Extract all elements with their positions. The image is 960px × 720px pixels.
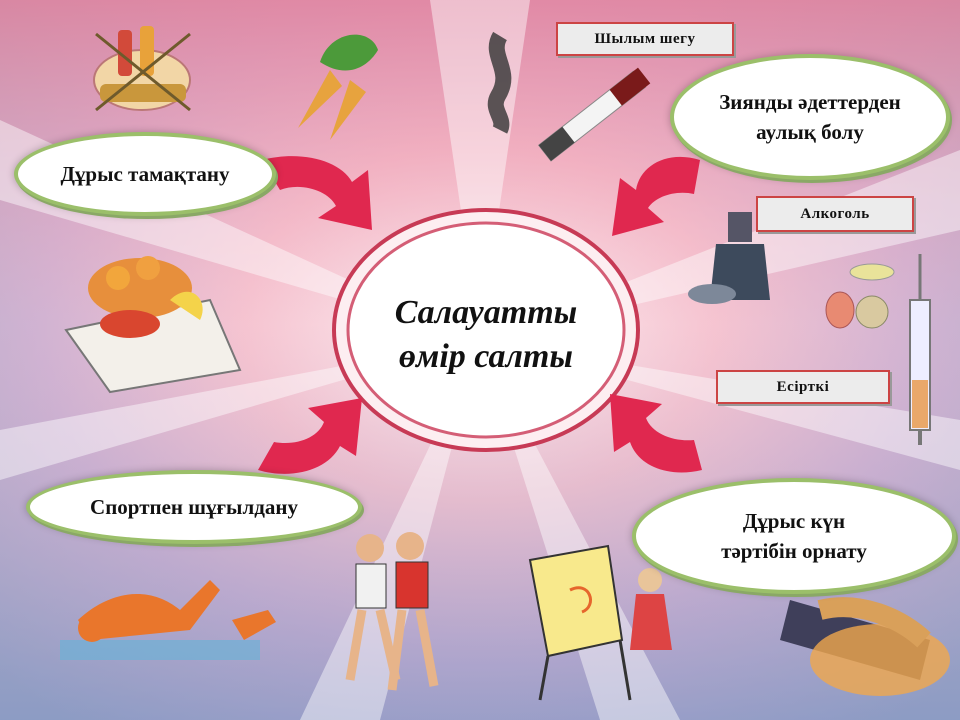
artist-easel-icon bbox=[528, 544, 672, 701]
junk-food-crossed-icon bbox=[93, 26, 191, 112]
center-title-line1: Салауатты bbox=[394, 293, 578, 331]
alcohol-bottle-icon bbox=[688, 212, 770, 304]
bubble-daily-routine: Дұрыс күн тәртібін орнату bbox=[632, 478, 956, 594]
tag-smoking: Шылым шегу bbox=[556, 22, 734, 56]
bubble-harmful-habits: Зиянды әдеттерден аулық болу bbox=[670, 54, 950, 180]
sunbather-icon bbox=[780, 597, 950, 696]
bubble-daily-routine-label: Дұрыс күн тәртібін орнату bbox=[721, 506, 867, 567]
arrows bbox=[258, 156, 702, 474]
center-title-line2: өмір салты bbox=[399, 338, 573, 375]
syringe-icon bbox=[909, 254, 931, 445]
tag-smoking-label: Шылым шегу bbox=[594, 30, 696, 47]
runners-icon bbox=[345, 532, 439, 691]
bubble-nutrition: Дұрыс тамақтану bbox=[14, 132, 276, 216]
bubble-sport: Спортпен шұғылдану bbox=[26, 470, 362, 544]
bubble-daily-routine-line2: тәртібін орнату bbox=[721, 539, 867, 563]
arrow-lower-left bbox=[258, 398, 362, 474]
pills-icon bbox=[825, 263, 895, 329]
arrow-upper-right bbox=[612, 156, 700, 236]
fruit-basket-icon bbox=[64, 256, 242, 394]
arrow-upper-left bbox=[262, 156, 372, 230]
bubble-harmful-habits-label: Зиянды әдеттерден аулық болу bbox=[719, 87, 901, 148]
carrots-icon bbox=[298, 34, 378, 140]
tag-drugs: Есірткі bbox=[716, 370, 890, 404]
bubble-harmful-habits-line2: аулық болу bbox=[756, 120, 864, 144]
bubble-daily-routine-line1: Дұрыс күн bbox=[742, 508, 846, 533]
cigarette-icon bbox=[487, 31, 651, 162]
bubble-harmful-habits-line1: Зиянды әдеттерден bbox=[719, 89, 901, 114]
bubble-sport-label: Спортпен шұғылдану bbox=[90, 494, 298, 519]
tag-alcohol-label: Алкоголь bbox=[800, 205, 870, 222]
arrow-lower-right bbox=[610, 394, 702, 473]
bubble-nutrition-label: Дұрыс тамақтану bbox=[60, 161, 230, 186]
tag-drugs-label: Есірткі bbox=[776, 378, 830, 395]
center-title: Салауатты өмір салты bbox=[352, 270, 620, 400]
swimmer-icon bbox=[60, 580, 276, 660]
center-circle bbox=[332, 208, 640, 452]
tag-alcohol: Алкоголь bbox=[756, 196, 914, 232]
